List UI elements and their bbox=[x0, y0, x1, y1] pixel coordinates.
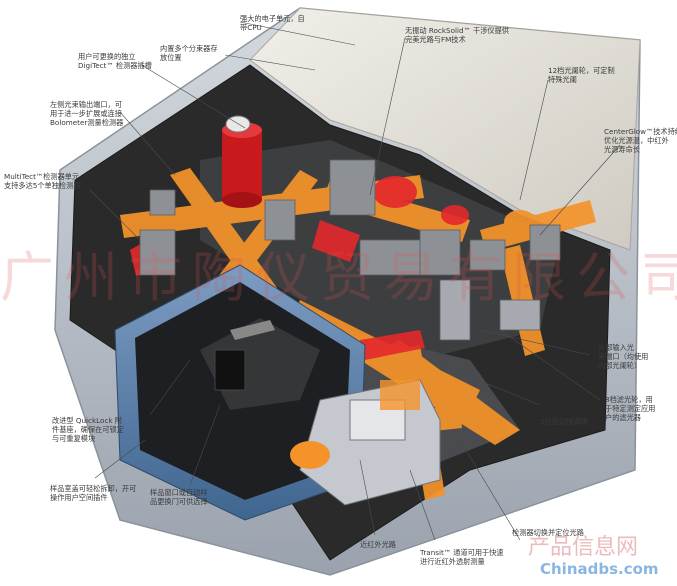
label-sample-compartment: 样品室盖可轻松拆卸，开可 操作用户空间插件 bbox=[50, 484, 137, 502]
mechanical-parts bbox=[139, 159, 561, 341]
label-detector-switch: 检测器切换并定位光路 bbox=[512, 528, 584, 537]
label-auto-mirror: 5位自动快调镜 bbox=[540, 417, 588, 426]
label-purge-window: 样品窗口或自动样 品更换门可供选择 bbox=[150, 488, 208, 506]
label-rocksolid-fm: 无振动 RockSolid™ 干涉仪提供 完美光路与FM技术 bbox=[405, 26, 509, 44]
label-bolometer-port: 左侧光束输出端口，可 用于进一步扩展或连接 Bolometer测量检测器 bbox=[50, 100, 124, 127]
transit-module bbox=[290, 379, 441, 506]
watermark-site-en: Chinadbs.com bbox=[540, 560, 659, 578]
label-digitect: 用户可更换的独立 DigiTect™ 检测器插槽 bbox=[78, 52, 152, 70]
label-aperture-wheel: 12档光阑轮，可定制 特殊光阑 bbox=[548, 66, 615, 84]
label-external-port: 外部输入光 束端口（均使用 内部光阑轮） bbox=[598, 343, 649, 370]
label-near-ir: 近红外光路 bbox=[360, 540, 396, 549]
label-filter-wheel: 8档滤光轮，用 于特定测定应用 户的滤光器 bbox=[605, 395, 656, 422]
digitect-detector bbox=[222, 115, 262, 208]
label-quicklock: 改进型 QuickLock 附 件基座，确保在可锁定 与可重复模块 bbox=[52, 416, 124, 443]
label-optical-position: 内置多个分束器存 放位置 bbox=[160, 44, 218, 62]
label-cpu: 强大的电子单元，自 带CPU bbox=[240, 14, 305, 32]
label-transit: Transit™ 通道可用于快速 进行近红外透射测量 bbox=[420, 548, 504, 566]
label-centerglow: CenterGlow™技术持续 优化光源温，中红外 光源寿命长 bbox=[604, 127, 677, 154]
housing-lid bbox=[249, 7, 641, 251]
watermark-company: 广州市陶仪贸易有限公司 bbox=[0, 246, 677, 309]
watermark-site-cn: 产品信息网 bbox=[528, 535, 639, 560]
label-multitect: MultiTect™检测器单元 支持多达5个单独检测器 bbox=[4, 172, 81, 190]
